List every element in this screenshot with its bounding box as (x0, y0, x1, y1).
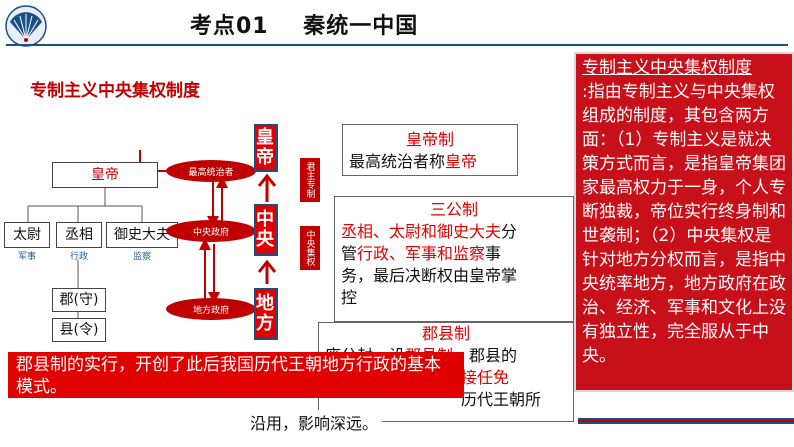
emperor-box: 皇帝 (52, 162, 158, 188)
definition-sidebar: 专制主义中央集权制度 :指由专制主义与中央集权组成的制度，其包含两方面：（1）专… (574, 52, 794, 392)
minister-box-taiwei: 太尉 (4, 222, 50, 248)
page-title: 考点01 秦统一中国 (190, 14, 419, 39)
prefecture-county-text-2: 接任免 (461, 368, 510, 387)
duty-label-supervision: 监察 (132, 252, 151, 262)
title-divider (6, 44, 788, 46)
prefecture-county-text-1c: ，郡县的 (453, 346, 518, 365)
section-title: 专制主义中央集权制度 (30, 81, 200, 101)
emperor-system-box: 皇帝制 最高统治者称皇帝 (342, 124, 518, 176)
duty-label-military: 军事 (17, 252, 36, 262)
decorative-stripe (578, 418, 794, 424)
upward-arrows (257, 173, 277, 284)
sidebar-title: 专制主义中央集权制度 (582, 58, 752, 78)
fan-logo-icon (5, 5, 47, 47)
label-centralization: 中央集权 (300, 226, 320, 270)
three-ministers-text-1: 分 (501, 222, 518, 241)
xian-box: 县(令) (52, 318, 106, 342)
conclusion-banner: 郡县制的实行，开创了此后我国历代王朝地方行政的基本模式。 (8, 352, 464, 398)
three-ministers-title: 三公制 (429, 200, 478, 219)
duty-label-admin: 行政 (69, 252, 88, 262)
label-monarchy: 君主专制 (300, 158, 320, 202)
prefecture-county-title: 郡县制 (421, 324, 470, 343)
ellipse-supreme-ruler: 最高统治者 (166, 160, 256, 182)
sidebar-text: :指由专制主义与中央集权组成的制度，其包含两方面：（1）专制主义是就决策方式而言… (582, 82, 786, 366)
three-ministers-box: 三公制 丞相、太尉和御史大夫分 管行政、军事和监察事 务，最后决断权由皇帝掌 控 (334, 196, 574, 322)
three-ministers-text-2a: 管 (341, 244, 358, 263)
three-ministers-text-2c: 事 (485, 244, 502, 263)
prefecture-county-text-4: 沿用，影响深远。 (246, 410, 383, 434)
column-emperor: 皇帝 (254, 124, 278, 172)
prefecture-county-text-3: 历代王朝所 (461, 390, 542, 409)
three-ministers-text-3: 务，最后决断权由皇帝掌 (341, 266, 518, 285)
three-ministers-text-4: 控 (341, 288, 358, 307)
minister-box-yushi: 御史大夫 (106, 222, 178, 248)
emperor-system-text: 最高统治者称 (349, 152, 446, 171)
column-local: 地方 (254, 288, 278, 340)
column-central: 中央 (254, 204, 278, 256)
emperor-system-title: 皇帝制 (405, 130, 454, 149)
minister-box-chengxiang: 丞相 (56, 222, 102, 248)
three-ministers-highlight-2: 行政、军事和监察 (357, 244, 486, 263)
ellipse-local-government: 地方政府 (166, 298, 256, 320)
emperor-system-highlight: 皇帝 (445, 152, 478, 171)
jun-box: 郡(守) (52, 288, 106, 312)
three-ministers-highlight-1: 丞相、太尉和御史大夫 (341, 222, 502, 241)
ellipse-central-government: 中央政府 (166, 220, 256, 242)
